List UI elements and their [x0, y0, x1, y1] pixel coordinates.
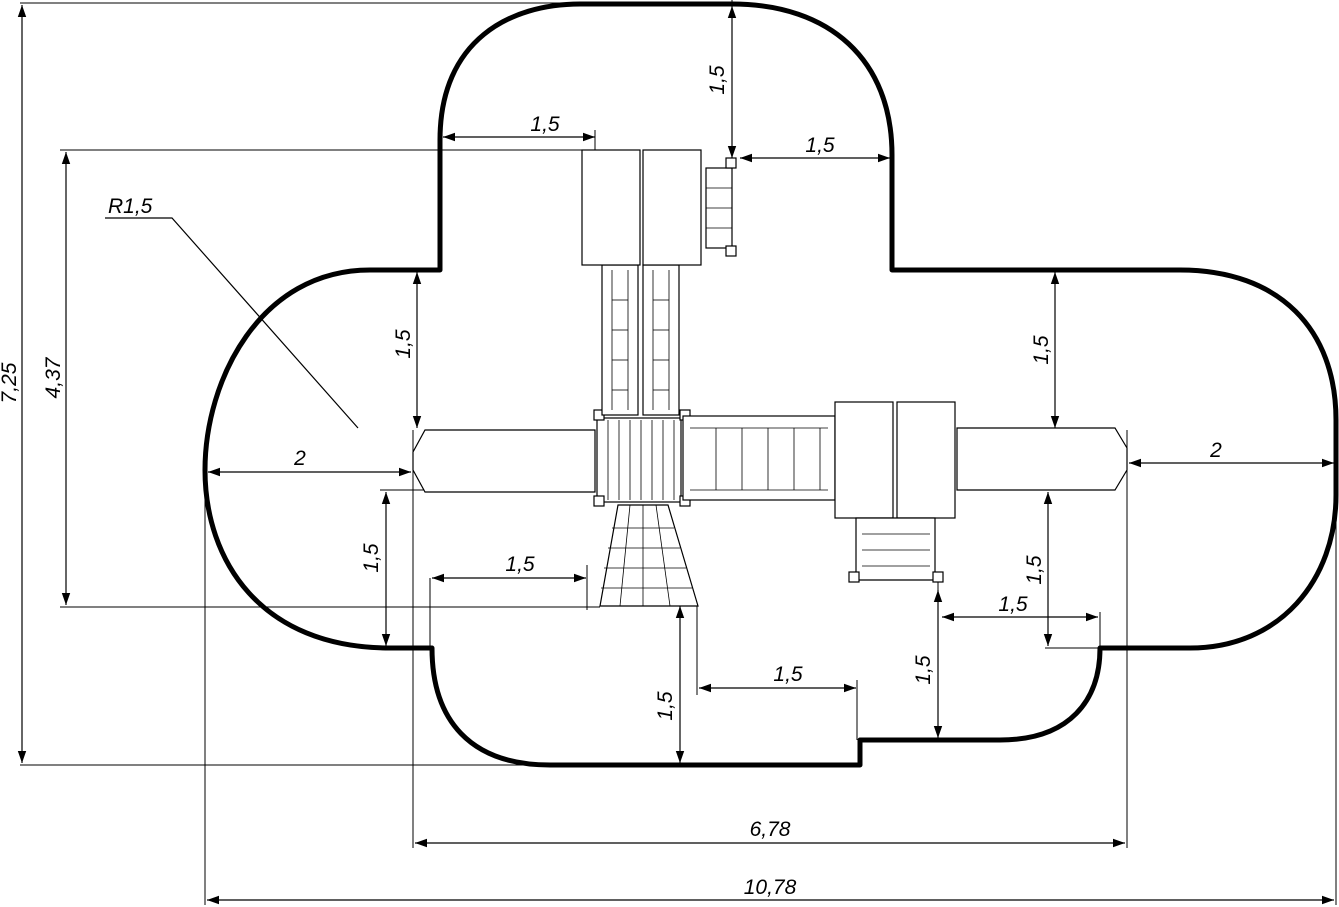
safety-zone-boundary	[202, 1, 1339, 768]
extension-lines	[20, 0, 1337, 905]
radius-leader	[105, 217, 359, 429]
north-roof-left	[581, 149, 641, 266]
label-top-vertical: 1,5	[706, 65, 729, 95]
left-slide	[412, 429, 596, 493]
south-east-ladder	[855, 517, 936, 581]
label-bottom-vertical: 1,5	[654, 691, 677, 721]
label-right-small-horizontal: 1,5	[998, 593, 1028, 616]
east-bridge	[682, 415, 836, 501]
label-bottom-left-horizontal: 1,5	[505, 553, 535, 576]
right-slide	[956, 427, 1128, 491]
label-right-horizontal: 2	[1209, 439, 1222, 462]
label-right-small-vertical: 1,5	[1023, 555, 1046, 585]
label-bottom-right-vertical: 1,5	[912, 655, 935, 685]
label-radius: R1,5	[108, 195, 153, 218]
label-top-right-offset: 1,5	[805, 134, 835, 157]
label-overall-width: 10,78	[744, 876, 797, 899]
north-bridge-right	[642, 264, 680, 416]
north-bridge-left	[601, 264, 639, 416]
south-climbing-net	[599, 504, 699, 607]
label-left-vertical-upper: 1,5	[392, 329, 415, 359]
label-left-horizontal: 2	[293, 447, 306, 470]
dimension-lines	[17, 4, 1334, 905]
play-equipment	[412, 149, 1128, 607]
label-right-vertical-upper: 1,5	[1030, 335, 1053, 365]
east-roof-right	[896, 401, 956, 519]
label-inner-height: 4,37	[42, 356, 65, 398]
label-bottom-horizontal: 1,5	[773, 663, 803, 686]
label-inner-width: 6,78	[750, 818, 791, 841]
north-roof-right	[642, 149, 702, 266]
label-overall-height: 7,25	[0, 362, 21, 403]
east-roof-left	[834, 401, 894, 519]
label-left-vertical-lower: 1,5	[360, 543, 383, 573]
central-tower-deck	[596, 417, 682, 503]
label-top-left-offset: 1,5	[530, 113, 560, 136]
dimension-labels: 7,25 4,37 R1,5 1,5 1,5 1,5 1,5 2 1,5 1,5…	[0, 65, 1222, 899]
